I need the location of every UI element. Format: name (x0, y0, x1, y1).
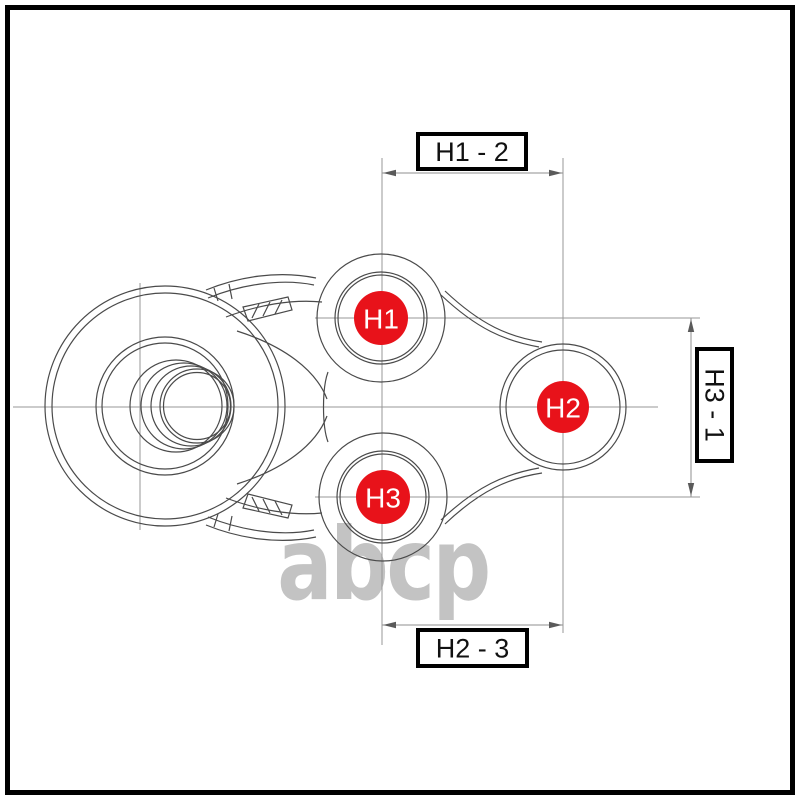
ball-socket (44, 285, 286, 527)
hole-marker-h2: H2 (537, 381, 589, 433)
arrow-top-left (383, 169, 396, 177)
dim-label-right: H3 - 1 (695, 347, 734, 463)
dim-label-top-box (416, 132, 528, 171)
dim-label-bottom: H2 - 3 (416, 628, 529, 668)
flange (316, 253, 627, 562)
hole-marker-h1: H1 (354, 291, 408, 345)
dim-label-right-text: H3 - 1 (700, 368, 730, 442)
hole3-boss (318, 432, 448, 562)
arrow-right-down (687, 483, 695, 496)
dim-label-bottom-text: H2 - 3 (436, 634, 510, 664)
dim-label-top: H1 - 2 (416, 132, 528, 171)
hole-marker-h1-label: H1 (363, 304, 399, 335)
hole-marker-h2-circle (537, 381, 589, 433)
hole-marker-h1-circle (354, 291, 408, 345)
dim-label-bottom-box (416, 628, 529, 668)
hole-marker-h3: H3 (356, 470, 410, 524)
hole-marker-h2-label: H2 (545, 393, 581, 424)
part-outline (44, 253, 627, 562)
hole-marker-h3-label: H3 (365, 483, 401, 514)
dim-label-top-text: H1 - 2 (435, 137, 509, 167)
watermark-logo: abcp (277, 506, 488, 623)
arrow-bottom-right (549, 621, 562, 629)
hole1-boss (316, 253, 446, 383)
arrow-bottom-left (383, 621, 396, 629)
lower-arm (205, 415, 328, 541)
arrow-right-up (687, 319, 695, 332)
dimension-lines (382, 172, 692, 626)
arrow-top-right (549, 169, 562, 177)
dim-label-right-box (695, 347, 734, 463)
hole2-boss (499, 343, 627, 471)
dimension-arrows (383, 169, 695, 629)
upper-arm (205, 274, 328, 400)
hole-marker-h3-circle (356, 470, 410, 524)
